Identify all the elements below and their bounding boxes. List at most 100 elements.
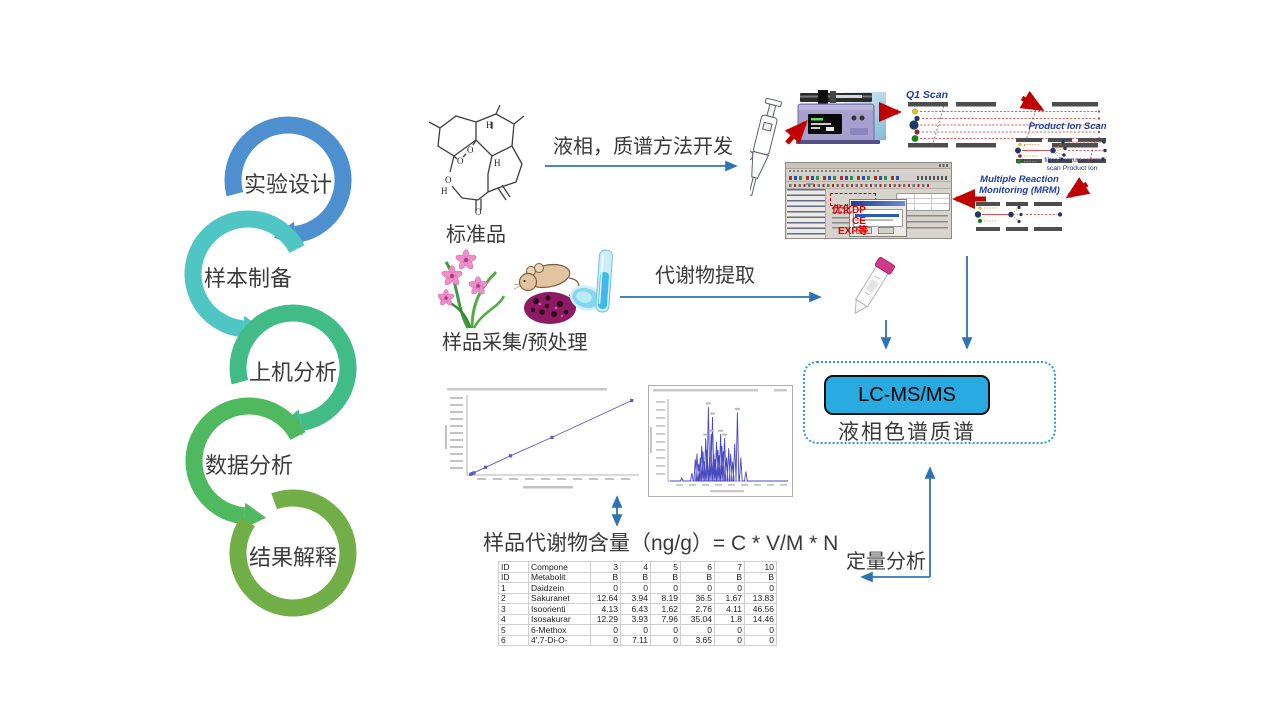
table-cell: 1	[498, 582, 529, 594]
cell-icon	[569, 285, 603, 311]
mouse-icon	[513, 263, 580, 297]
cycle-step-label: 数据分析	[204, 453, 293, 478]
product-ion-caption-1: filter Precursor Ion	[1044, 157, 1100, 164]
table-cell: 0	[590, 634, 621, 646]
cycle-step-label: 实验设计	[243, 172, 332, 197]
atom-label: O	[457, 156, 464, 166]
table-cell: 0	[714, 634, 745, 646]
ms-scan-diagrams	[908, 101, 1107, 231]
table-cell: ID	[498, 561, 529, 573]
table-cell: 0	[650, 634, 681, 646]
table-cell: 14.46	[744, 613, 777, 625]
chromatogram-chart	[648, 385, 793, 497]
table-cell: 3	[498, 603, 529, 615]
table-cell: 3	[590, 561, 621, 573]
lcms-caption: 液相色谱质谱	[838, 421, 976, 444]
software-note-1: 优化DP	[832, 205, 866, 216]
table-cell: 0	[744, 582, 777, 594]
calibration-curve-chart	[443, 385, 643, 492]
table-cell: 36.5	[680, 592, 715, 604]
table-cell: 6.43	[620, 603, 651, 615]
cycle-step-label: 结果解释	[248, 545, 337, 570]
table-cell: 6	[680, 561, 715, 573]
parameter-dialog	[849, 199, 907, 237]
product-ion-scan-title: Product Ion Scan	[1028, 121, 1107, 132]
table-cell: 12.64	[590, 592, 621, 604]
table-cell: 0	[680, 582, 715, 594]
product-ion-scan-diagram	[1015, 137, 1107, 164]
table-cell: 0	[744, 634, 777, 646]
table-cell: 0	[714, 582, 745, 594]
table-cell: 4',7-Di-O-	[528, 634, 591, 646]
product-ion-caption-2: scan Product Ion	[1046, 165, 1098, 172]
table-cell: Compone	[528, 561, 591, 573]
table-cell: 46.56	[744, 603, 777, 615]
standard-label: 标准品	[446, 224, 506, 246]
atom-label: H	[441, 186, 448, 196]
pipette-icon	[750, 98, 782, 197]
table-cell: 7	[714, 561, 745, 573]
table-cell: 0	[590, 624, 621, 636]
table-cell: 0	[590, 582, 621, 594]
table-cell: 5	[498, 624, 529, 636]
table-cell: B	[590, 571, 621, 583]
table-cell: 13.83	[744, 592, 777, 604]
window-controls	[939, 164, 949, 167]
table-cell: 10	[744, 561, 777, 573]
table-cell: 12.29	[590, 613, 621, 625]
atom-label: H	[486, 120, 493, 130]
lcms-button: LC-MS/MS	[824, 375, 990, 415]
table-cell: 0	[744, 624, 777, 636]
software-tree-panel	[787, 189, 826, 238]
atom-label: O	[445, 175, 452, 185]
table-cell: 4.11	[714, 603, 745, 615]
table-cell: 0	[714, 624, 745, 636]
table-cell: 7.96	[650, 613, 681, 625]
mrm-diagram	[974, 202, 1063, 231]
table-cell: 8.19	[650, 592, 681, 604]
table-cell: B	[744, 571, 777, 583]
table-cell: B	[650, 571, 681, 583]
table-cell: 4	[620, 561, 651, 573]
extraction-label: 代谢物提取	[655, 265, 755, 287]
table-cell: 0	[620, 624, 651, 636]
test-tube-icon	[595, 249, 613, 313]
syringe-pump-image	[796, 90, 886, 144]
table-cell: 5	[650, 561, 681, 573]
cycle-step-label: 上机分析	[248, 360, 337, 385]
table-cell: 2	[498, 592, 529, 604]
mrm-title: Multiple Reaction Monitoring (MRM)	[979, 174, 1060, 196]
method-dev-label: 液相，质谱方法开发	[553, 136, 733, 158]
table-cell: B	[680, 571, 715, 583]
table-cell: 0	[680, 624, 715, 636]
quant-formula: 样品代谢物含量（ng/g）= C * V/M * N	[483, 532, 839, 555]
table-cell: 7.11	[620, 634, 651, 646]
table-cell: B	[620, 571, 651, 583]
table-cell: 1.8	[714, 613, 745, 625]
artemisinin-structure-icon: H H H O O O O	[428, 104, 525, 216]
atom-label: O	[467, 145, 474, 155]
table-cell: 0	[650, 582, 681, 594]
table-cell: 0	[650, 624, 681, 636]
table-cell: Sakuranet	[528, 592, 591, 604]
workflow-cycle-diagram	[184, 116, 357, 617]
table-cell: Metabolit	[528, 571, 591, 583]
sample-sources-image	[438, 249, 613, 329]
quant-analysis-label: 定量分析	[846, 551, 926, 573]
table-cell: 3.93	[620, 613, 651, 625]
lcms-zone: LC-MS/MS 液相色谱质谱	[803, 361, 1056, 444]
table-cell: ID	[498, 571, 529, 583]
software-note-3: EXP等	[838, 226, 869, 237]
tissue-clump-icon	[524, 292, 576, 324]
table-cell: Daidzein	[528, 582, 591, 594]
orchid-flowers	[438, 249, 488, 306]
table-cell: 6	[498, 634, 529, 646]
table-cell: Isoorienti	[528, 603, 591, 615]
